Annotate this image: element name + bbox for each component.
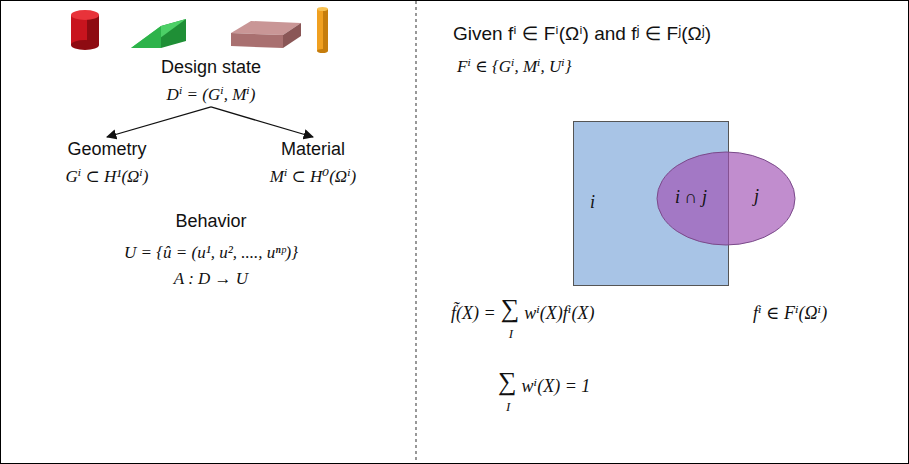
text-node: Design state Dⁱ = (Gⁱ, Mⁱ) <box>155 55 267 107</box>
node-heading: Geometry <box>67 139 146 161</box>
sum-symbol: ∑ <box>501 293 520 324</box>
sum-index: I <box>506 399 510 415</box>
node-text: i <box>590 192 595 214</box>
statement: Given fⁱ ∈ Fⁱ(Ωⁱ) and fʲ ∈ Fʲ(Ωʲ) <box>453 23 711 46</box>
node-text: Gⁱ ⊂ H¹(Ωⁱ) <box>66 167 149 187</box>
node-heading: Material <box>281 139 345 161</box>
formula: f̃(X) = <box>451 303 496 325</box>
cylinder-icon <box>71 10 99 50</box>
divider-line <box>415 1 416 464</box>
formula: wⁱ(X) = 1 <box>522 376 591 398</box>
sum-index: I <box>509 326 513 342</box>
formula: A : D → U <box>174 269 248 289</box>
section-heading: Behavior <box>175 211 246 233</box>
arrow-connector <box>107 107 211 137</box>
formula: Fⁱ ∈ {Gⁱ, Mⁱ, Uⁱ} <box>457 57 571 77</box>
wedge-icon <box>131 19 186 48</box>
text-node: Geometry Gⁱ ⊂ H¹(Ωⁱ) <box>60 137 155 189</box>
formula: wⁱ(X)fⁱ(X) <box>524 303 594 325</box>
rod-icon <box>317 7 328 53</box>
node-text: Dⁱ = (Gⁱ, Mⁱ) <box>167 85 256 105</box>
text-node: Material Mⁱ ⊂ H⁰(Ωⁱ) <box>264 137 362 189</box>
formula: fⁱ ∈ Fⁱ(Ωⁱ) <box>753 303 827 325</box>
arrow-connector <box>211 107 313 137</box>
sum-symbol: ∑ <box>498 366 517 397</box>
node-heading: Design state <box>161 57 261 79</box>
block-icon <box>231 21 301 48</box>
formula: U = {û = (u¹, u², ...., uⁿᵖ)} <box>124 243 298 263</box>
overlap-label: i ∩ j <box>675 187 707 209</box>
node-text: Mⁱ ⊂ H⁰(Ωⁱ) <box>270 167 356 187</box>
node-text: j <box>754 186 759 208</box>
